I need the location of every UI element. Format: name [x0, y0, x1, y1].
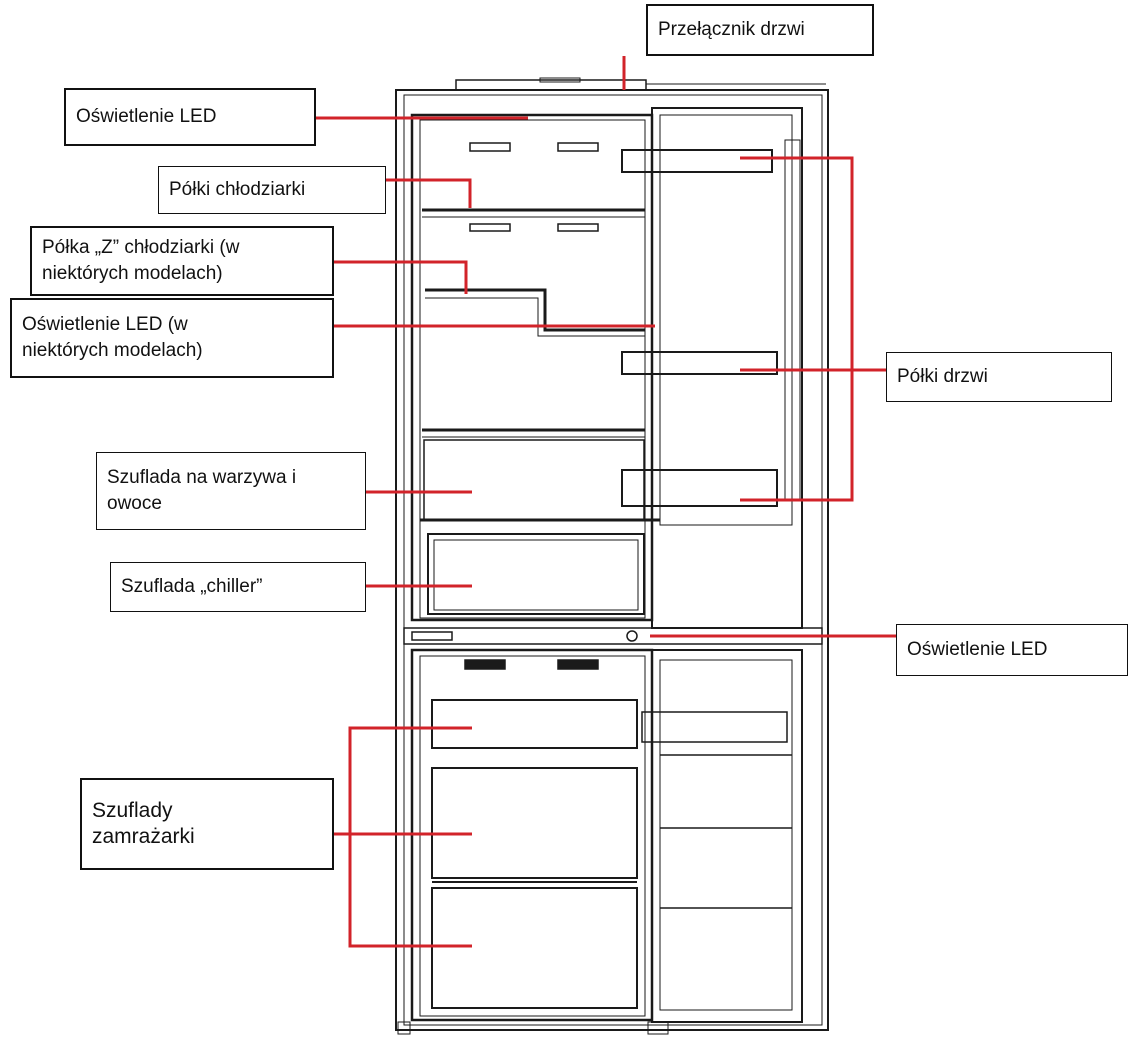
freezer-door: [651, 649, 803, 1023]
label-door-shelves: Półki drzwi: [886, 352, 1112, 402]
leader-lines: [316, 56, 896, 948]
leader-fridge-shelves: [386, 178, 472, 208]
label-led-top-text: Oświetlenie LED: [76, 106, 217, 127]
label-chiller-text: Szuflada „chiller”: [121, 576, 263, 597]
label-fridge-shelves: Półki chłodziarki: [158, 166, 386, 214]
leader-freezer-drawers: [348, 726, 472, 948]
label-z-shelf: Półka „Z” chłodziarki (w niektórych mode…: [30, 226, 334, 296]
label-z-shelf-text: Półka „Z” chłodziarki (w niektórych mode…: [42, 237, 240, 284]
label-crisper-text: Szuflada na warzywa i owoce: [107, 467, 297, 514]
leader-z-shelf: [334, 260, 468, 294]
label-led-optional: Oświetlenie LED (w niektórych modelach): [10, 298, 334, 378]
label-chiller: Szuflada „chiller”: [110, 562, 366, 612]
fridge-compartment: [410, 113, 654, 622]
label-crisper: Szuflada na warzywa i owoce: [96, 452, 366, 530]
label-fridge-shelves-text: Półki chłodziarki: [169, 179, 306, 200]
fridge-outline: [395, 77, 829, 1035]
label-door-switch-text: Przełącznik drzwi: [658, 19, 805, 40]
label-led-top: Oświetlenie LED: [64, 88, 316, 146]
leader-door-shelves: [740, 156, 854, 502]
label-door-shelves-text: Półki drzwi: [897, 366, 988, 387]
label-led-bottom: Oświetlenie LED: [896, 624, 1128, 676]
label-freezer-drawers: Szuflady zamrażarki: [80, 778, 334, 870]
label-freezer-drawers-text: Szuflady zamrażarki: [92, 799, 195, 848]
label-led-optional-text: Oświetlenie LED (w niektórych modelach): [22, 314, 203, 361]
label-door-switch: Przełącznik drzwi: [646, 4, 874, 56]
label-led-bottom-text: Oświetlenie LED: [907, 639, 1048, 660]
fridge-door: [651, 107, 803, 629]
